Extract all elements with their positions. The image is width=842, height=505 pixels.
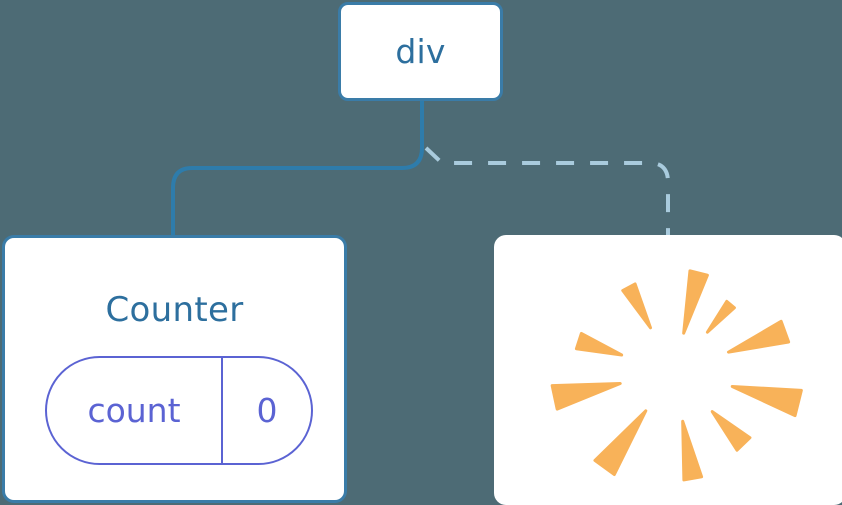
sparkle-ray-10 — [621, 282, 653, 330]
sparkle-ray-7 — [593, 409, 648, 477]
state-value: 0 — [256, 391, 278, 430]
edge-div-to-counter — [171, 99, 424, 240]
sparkle-ray-4 — [730, 385, 803, 418]
node-div[interactable]: div — [338, 2, 503, 101]
sparkle-ray-1 — [682, 269, 709, 335]
node-counter[interactable]: Counter count 0 — [2, 235, 347, 503]
sparkle-ray-3 — [727, 319, 791, 354]
sparkle-ray-6 — [681, 419, 704, 482]
state-key: count — [47, 358, 223, 463]
sparkle-ray-5 — [710, 410, 752, 452]
edge-div-to-sparkle — [424, 146, 670, 238]
node-sparkle[interactable] — [494, 235, 842, 505]
state-pill[interactable]: count 0 — [45, 356, 313, 465]
sparkle-burst-icon — [550, 269, 803, 482]
node-div-title: div — [395, 32, 446, 71]
sparkle-ray-9 — [574, 331, 624, 357]
node-counter-title: Counter — [105, 290, 244, 330]
sparkle-ray-8 — [550, 381, 622, 411]
sparkle-ray-2 — [705, 299, 736, 334]
